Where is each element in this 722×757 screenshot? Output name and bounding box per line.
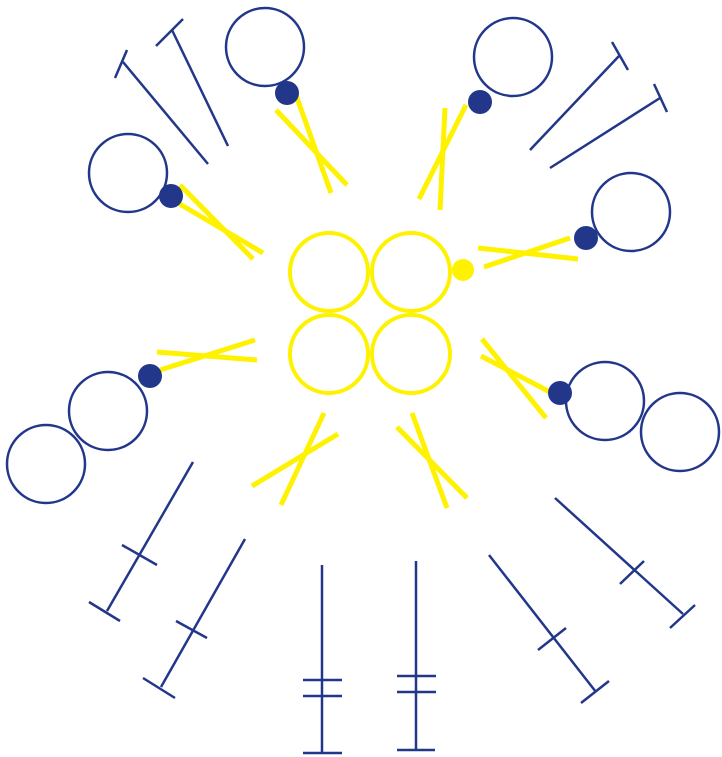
navy-pin-bottom-left-a [89,462,193,621]
yellow-antibodies [157,95,578,508]
navy-circle-upper-left [89,134,167,212]
navy-circle-right-outer [641,393,719,471]
yellow-antibody-right [478,238,578,267]
navy-pin-bottom-center-b [397,561,436,750]
yellow-antibody-top-left [276,95,347,193]
yellow-antibody-bottom-left [252,413,338,505]
navy-pin-top-right-b [550,84,667,168]
navy-dot-top-left [275,81,299,105]
central-circle-top-left [290,233,368,311]
central-circle-top-right [372,233,450,311]
navy-circle-top-left [226,8,304,86]
navy-circle-left-inner [69,372,147,450]
navy-circle-top-right [474,18,552,96]
navy-dot-right [574,226,598,250]
navy-dot-upper-left [159,184,183,208]
navy-pin-top-right-a [530,42,628,150]
navy-circle-left-outer [7,425,85,503]
navy-pin-top-left-b [156,19,228,146]
yellow-antibody-top-right [419,105,466,210]
yellow-antibody-bottom-right [397,413,467,508]
yellow-antibody-lower-right [481,339,550,418]
central-circle-bottom-right [372,315,450,393]
central-yellow-dot [452,259,474,281]
navy-pin-bottom-center-a [303,565,342,753]
yellow-antibody-upper-left [178,185,263,259]
navy-dot-lower-right [548,381,572,405]
central-circle-bottom-left [290,315,368,393]
navy-pin-top-left-a [115,50,208,164]
navy-circle-right-inner [566,362,644,440]
navy-dot-top-right [468,90,492,114]
yellow-antibody-left [157,340,257,370]
navy-pin-bottom-left-b [143,539,245,698]
navy-dot-left [138,364,162,388]
navy-pin-bottom-right-b [555,498,695,628]
navy-pin-bottom-right-a [489,555,609,703]
central-cluster [290,233,474,393]
navy-circle-right [592,173,670,251]
